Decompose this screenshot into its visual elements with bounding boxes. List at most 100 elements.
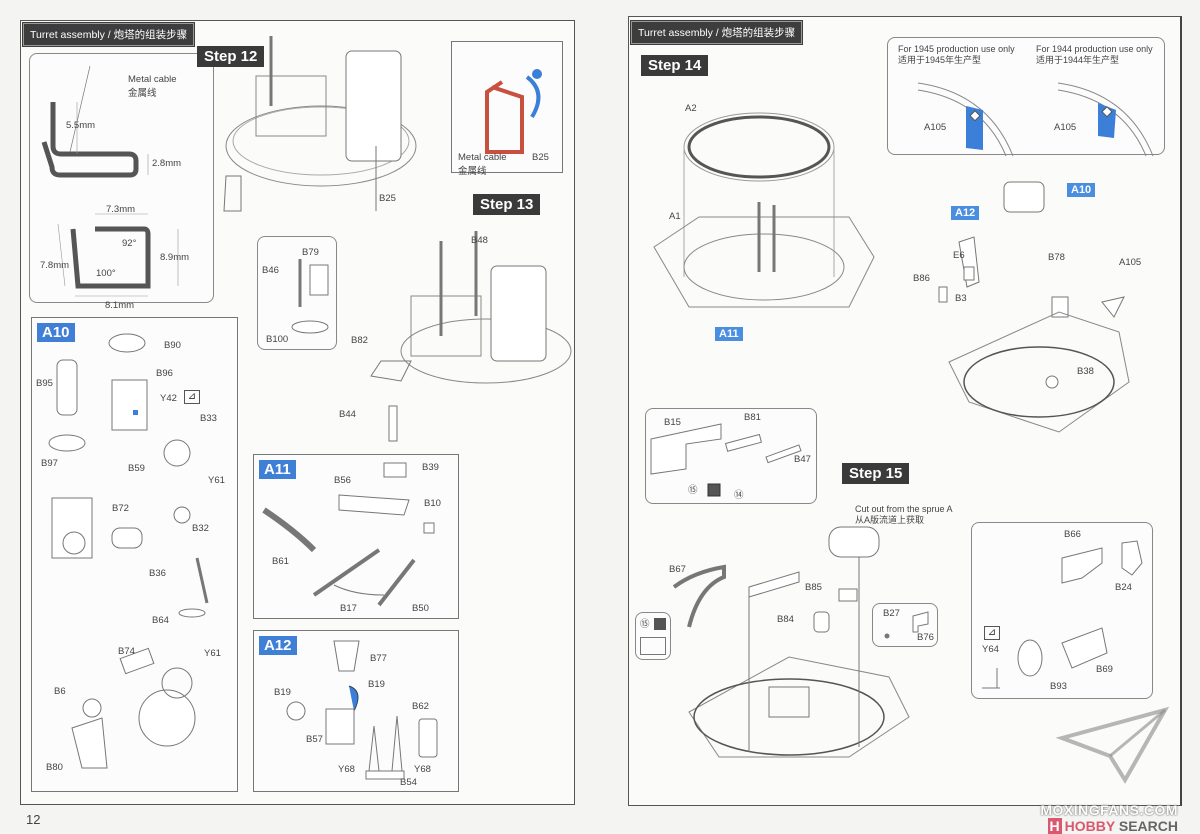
production-variants-box: For 1945 production use only 适用于1945年生产型… (887, 37, 1165, 157)
part-b36: B36 (149, 568, 166, 579)
step12-turret-drawing (223, 36, 417, 212)
part-b38: B38 (1077, 366, 1094, 377)
part-b25: B25 (379, 193, 396, 204)
part-b3: B3 (955, 293, 967, 304)
part-b81: B81 (744, 412, 761, 423)
b81-drawing (650, 423, 802, 497)
variant-1945-part: A105 (924, 122, 947, 133)
part-b77: B77 (370, 653, 387, 664)
variant-1944-en: For 1944 production use only (1036, 44, 1153, 54)
part-b57: B57 (306, 734, 323, 745)
part-b90: B90 (164, 340, 181, 351)
metal-cable-label: Metal cable (128, 74, 177, 85)
part-b50: B50 (412, 603, 429, 614)
step-13-title: Step 13 (473, 194, 541, 215)
a10-badge: A10 (37, 323, 75, 342)
watermark-hobby: HOBBY (1064, 818, 1119, 834)
decal-sheet-icon (640, 637, 666, 655)
part-b72: B72 (112, 503, 129, 514)
step14-ring-drawing (653, 112, 875, 308)
part-b61: B61 (272, 556, 289, 567)
part-e6: E6 (953, 250, 965, 261)
b27-inset: B27 B76 (872, 603, 938, 647)
inset-cable-label-cn: 金属线 (458, 166, 487, 177)
part-b46: B46 (262, 265, 279, 276)
dim-8-9: 8.9mm (160, 252, 190, 263)
part-b24: B24 (1115, 582, 1132, 593)
section-header-right: Turret assembly / 炮塔的组装步骤 (629, 20, 804, 45)
paper-plane-logo-icon (1055, 706, 1170, 784)
part-b44: B44 (339, 409, 356, 420)
part-y61-2: Y61 (204, 648, 221, 659)
part-b64: B64 (152, 615, 169, 626)
a12-drawing (286, 640, 438, 780)
step-12-title: Step 12 (197, 46, 265, 67)
gun-inset: B66 B24 ⊿ Y64 B69 B93 (971, 522, 1153, 699)
step15-turret-drawing (672, 526, 910, 758)
section-header: Turret assembly / 炮塔的组装步骤 (21, 22, 196, 47)
part-y64: Y64 (982, 644, 999, 655)
part-b96: B96 (156, 368, 173, 379)
part-b85: B85 (805, 582, 822, 593)
paint-check-icon-2: ⊿ (984, 626, 1000, 640)
sprue-note-en: Cut out from the sprue A (855, 504, 953, 514)
watermark-search: SEARCH (1118, 818, 1178, 834)
part-b59: B59 (128, 463, 145, 474)
part-b19-blue: B19 (368, 679, 385, 690)
part-b66: B66 (1064, 529, 1081, 540)
part-b56: B56 (334, 475, 351, 486)
part-b76: B76 (917, 632, 934, 643)
part-b48: B48 (471, 235, 488, 246)
part-b54: B54 (400, 777, 417, 788)
dim-8-1: 8.1mm (105, 300, 135, 311)
angle-100: 100° (96, 268, 116, 279)
part-b10: B10 (424, 498, 441, 509)
metal-cable-label-cn: 金属线 (128, 88, 157, 99)
part-a105: A105 (1119, 257, 1142, 268)
part-a2: A2 (685, 103, 697, 114)
part-b69: B69 (1096, 664, 1113, 675)
b27-drawing (884, 611, 929, 639)
step-15-title: Step 15 (842, 463, 910, 484)
marker-14: ⑭ (734, 490, 744, 501)
b100-inset: B79 B46 B100 (257, 236, 337, 350)
dim-7-3: 7.3mm (106, 204, 136, 215)
part-b74: B74 (118, 646, 135, 657)
cable-dimension-box: Metal cable 金属线 5.5mm 2.8mm 7.3mm 92° 8.… (29, 53, 214, 311)
a10-subassembly: A10 B90 B95 B96 Y42 ⊿ B33 B97 B59 Y (31, 317, 238, 792)
a10-callout-badge: A10 (1067, 183, 1096, 197)
part-b15: B15 (664, 417, 681, 428)
gun-drawing (982, 540, 1143, 689)
part-y68: Y68 (338, 764, 355, 775)
cable-shape-drawing (41, 65, 179, 297)
right-page: Turret assembly / 炮塔的组装步骤 Step 14 A2 A1 … (628, 16, 1182, 806)
variant-1944-cn: 适用于1944年生产型 (1036, 55, 1120, 65)
a11-callout-badge: A11 (715, 327, 743, 341)
a11-drawing (262, 462, 435, 607)
part-b47: B47 (794, 454, 811, 465)
step14-floor-drawing (938, 181, 1130, 433)
watermark-moxingfans: MOXINGFANS.COM (1040, 802, 1178, 818)
part-b78: B78 (1048, 252, 1065, 263)
part-b97: B97 (41, 458, 58, 469)
part-b84: B84 (777, 614, 794, 625)
part-b82: B82 (351, 335, 368, 346)
part-b86: B86 (913, 273, 930, 284)
dim-5-5: 5.5mm (66, 120, 96, 131)
part-y61: Y61 (208, 475, 225, 486)
part-y42: Y42 (160, 393, 177, 404)
decal-icon (654, 618, 666, 630)
part-b33: B33 (200, 413, 217, 424)
part-b62: B62 (412, 701, 429, 712)
part-a1: A1 (669, 211, 681, 222)
variant-1945-cn: 适用于1945年生产型 (898, 55, 982, 65)
part-b32: B32 (192, 523, 209, 534)
dim-2-8: 2.8mm (152, 158, 182, 169)
a11-subassembly: A11 B56 B39 B10 B61 B17 B50 (253, 454, 459, 619)
step13-turret-drawing (370, 231, 572, 442)
part-b100: B100 (266, 334, 289, 345)
dim-7-8: 7.8mm (40, 260, 70, 271)
part-b17: B17 (340, 603, 357, 614)
decal-inset: ⑮ (635, 612, 671, 660)
